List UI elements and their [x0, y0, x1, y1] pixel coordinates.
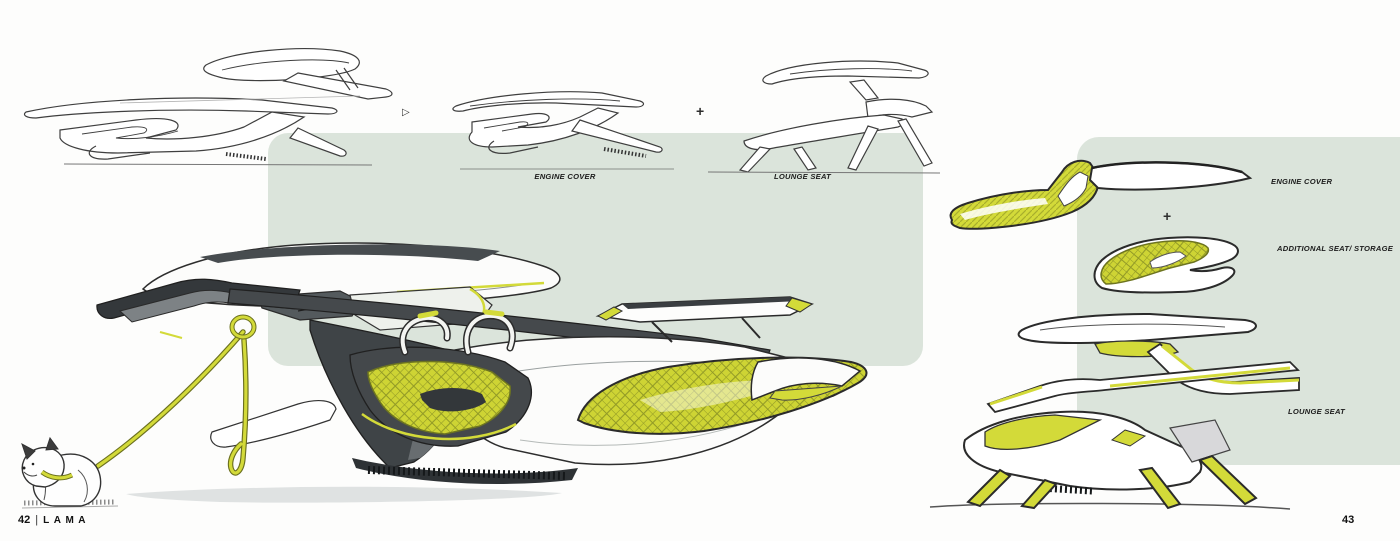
footer-right: 43: [1342, 514, 1354, 526]
label-engine-cover-right: ENGINE COVER: [1271, 177, 1333, 186]
footer-left: 42 | LAMA: [18, 514, 90, 526]
background-panel-right: [1077, 137, 1400, 465]
vehicle-rear-wing: [595, 296, 814, 343]
dog-collar: [41, 470, 73, 480]
sketch-engine-cover-outline: [452, 91, 674, 170]
plus-sign-right: +: [1163, 208, 1172, 224]
sketch-additional-seat: [1093, 236, 1239, 294]
vehicle-tail-fin: [750, 357, 862, 402]
sketch-lounge-seat-outline: [707, 60, 941, 174]
page-number-right: 43: [1342, 514, 1355, 526]
label-additional-seat-right: ADDITIONAL SEAT/ STORAGE: [1277, 244, 1394, 253]
dog: [21, 436, 119, 509]
dog-ear: [21, 442, 36, 460]
ground-line: [63, 163, 373, 166]
page-number-left: 42: [18, 514, 31, 526]
ground-line: [707, 171, 941, 174]
vehicle-handle-loop: [399, 309, 516, 356]
hero-render-vehicle: [21, 242, 868, 509]
engine-cover-outline-lines: [452, 91, 674, 170]
engine-cover-colored-shapes: [949, 159, 1253, 230]
vehicle-belly-grille: [352, 458, 578, 484]
concept-overview-lines: [23, 48, 393, 166]
vehicle-front-skid: [210, 399, 337, 448]
vehicle-cockpit: [349, 346, 532, 447]
plus-sign-top: +: [696, 103, 705, 119]
arrow-indicator: ▷: [402, 107, 410, 118]
leash: [95, 314, 257, 476]
sketch-lounge-seat-colored: [929, 312, 1300, 510]
lounge-seat-outline-lines: [707, 60, 941, 174]
ground-line: [929, 502, 1291, 510]
label-engine-cover-top: ENGINE COVER: [534, 172, 596, 181]
label-lounge-seat-right: LOUNGE SEAT: [1288, 407, 1346, 416]
brand-name: LAMA: [43, 515, 90, 526]
sketch-concept-overview: [23, 48, 393, 166]
sketch-engine-cover-colored: [949, 159, 1253, 230]
additional-seat-shapes: [1093, 236, 1239, 294]
label-lounge-seat-top: LOUNGE SEAT: [773, 172, 832, 181]
lounge-seat-legs: [966, 454, 1258, 510]
vehicle-ground-shadow: [126, 486, 562, 503]
dog-ear: [45, 436, 59, 451]
lounge-seat-colored-shapes: [929, 312, 1300, 510]
footer-divider: |: [35, 514, 39, 526]
